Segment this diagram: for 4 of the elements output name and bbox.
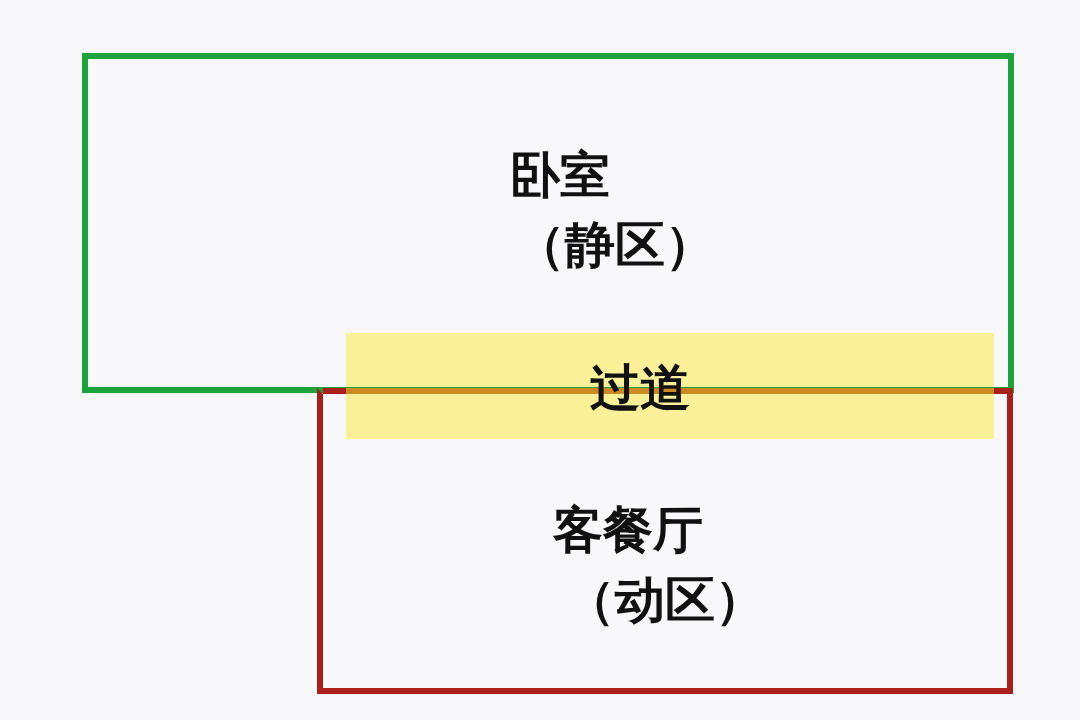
zone-label: （静区） [515, 216, 715, 274]
room-label: 客餐厅 [553, 501, 703, 559]
zone-label: （动区） [565, 571, 765, 629]
room-label: 卧室 [510, 146, 610, 204]
